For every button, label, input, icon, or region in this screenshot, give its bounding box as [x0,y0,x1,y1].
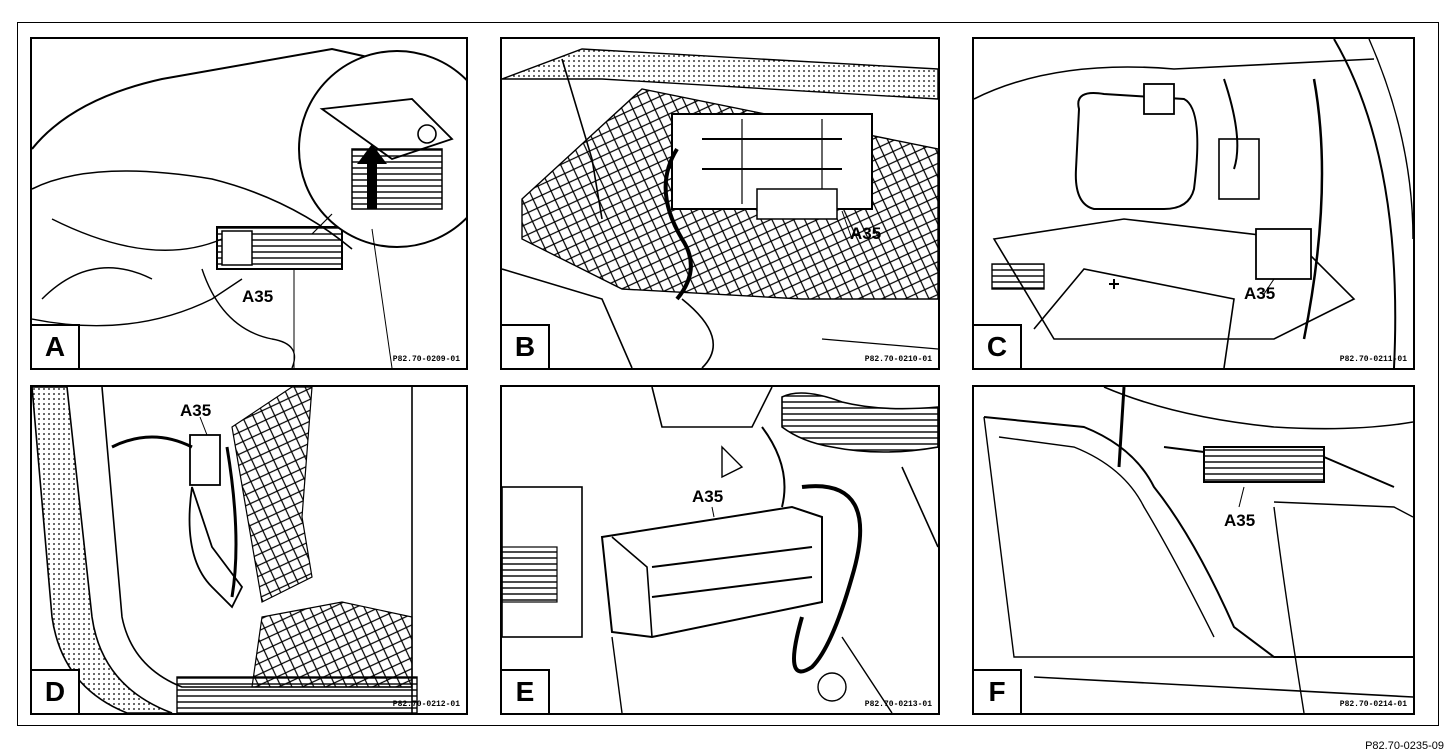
figure-number: P82.70-0235-09 [1365,740,1444,752]
panel-letter: D [32,669,80,713]
panel-d: A35 D P82.70-0212-01 [30,385,468,715]
panel-letter: B [502,324,550,368]
panel-code: P82.70-0211-01 [1339,355,1407,364]
panel-e-illustration [502,387,938,713]
panel-letter: C [974,324,1022,368]
panel-a: A35 A P82.70-0209-01 [30,37,468,370]
panel-b: A35 B P82.70-0210-01 [500,37,940,370]
panel-c-illustration [974,39,1413,368]
component-label: A35 [180,401,212,420]
component-label: A35 [850,224,882,243]
panel-f: A35 F P82.70-0214-01 [972,385,1415,715]
panel-b-illustration [502,48,938,368]
panel-letter: F [974,669,1022,713]
component-label: A35 [692,487,724,506]
panel-f-illustration [983,387,1413,713]
panel-code: P82.70-0210-01 [864,355,932,364]
panel-code: P82.70-0209-01 [392,355,460,364]
component-label: A35 [1244,284,1276,303]
panel-code: P82.70-0212-01 [392,700,460,709]
component-label: A35 [242,287,274,306]
panel-e: A35 E P82.70-0213-01 [500,385,940,715]
panel-letter: E [502,669,550,713]
panel-c: A35 C P82.70-0211-01 [972,37,1415,370]
component-label: A35 [1224,511,1256,530]
panel-a-illustration [32,47,466,368]
panel-code: P82.70-0213-01 [864,700,932,709]
panel-letter: A [32,324,80,368]
panel-d-illustration [32,387,418,713]
panel-code: P82.70-0214-01 [1339,700,1407,709]
figure-frame [17,22,1439,726]
